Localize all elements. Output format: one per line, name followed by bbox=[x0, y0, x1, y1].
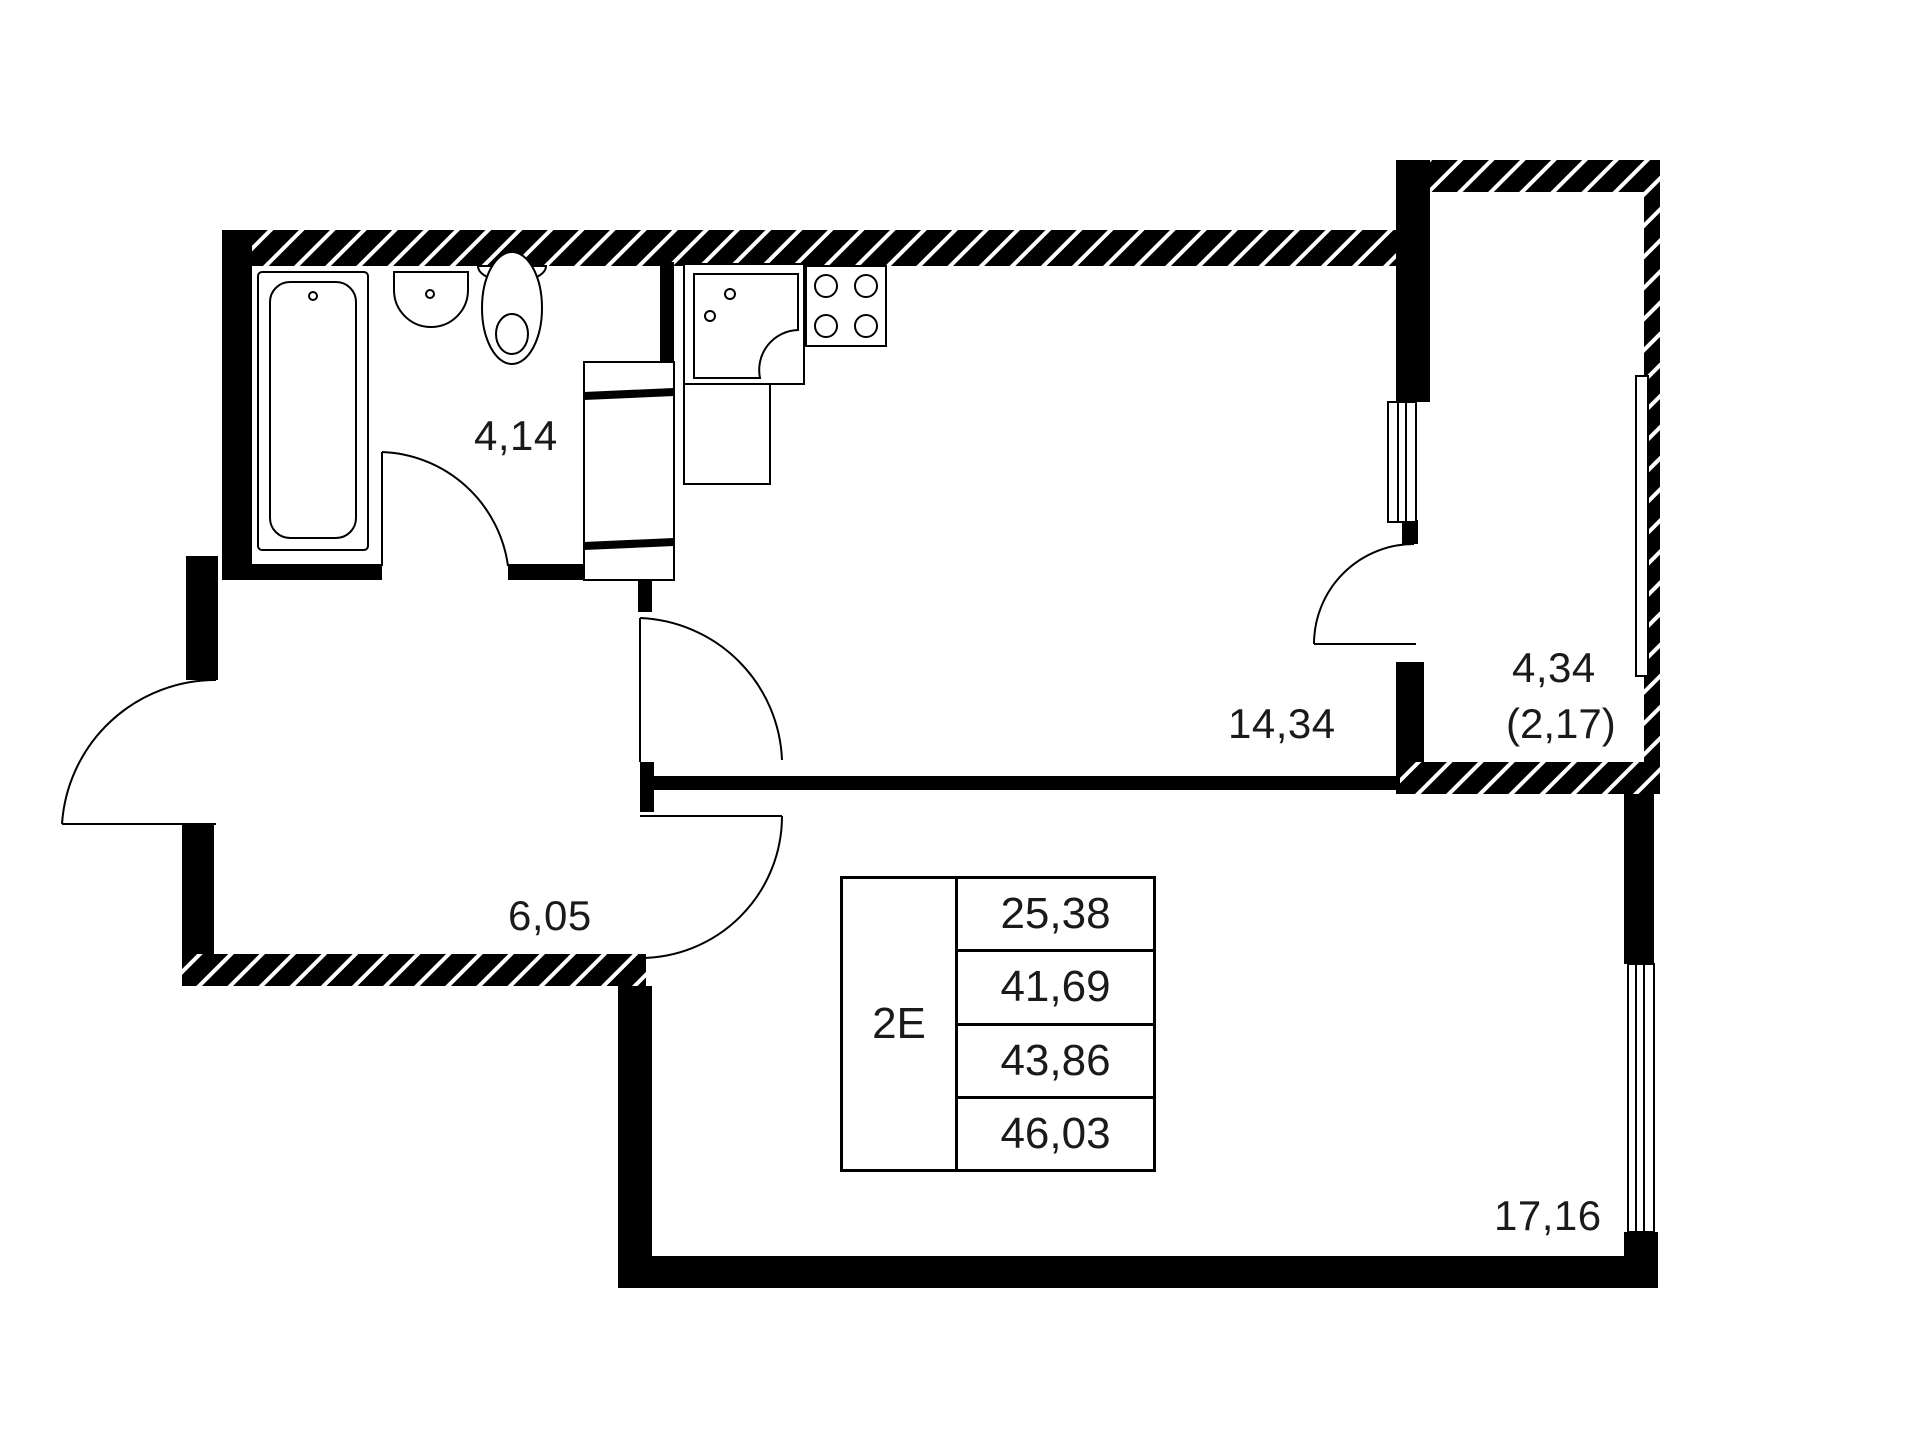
bathroom-door bbox=[381, 451, 509, 567]
wall-partition-stub bbox=[640, 762, 654, 812]
toilet bbox=[476, 251, 548, 365]
wall-top bbox=[222, 230, 1422, 266]
area-summary-table: 2E 25,38 41,69 43,86 46,03 bbox=[840, 876, 1156, 1172]
area-values: 25,38 41,69 43,86 46,03 bbox=[958, 879, 1153, 1169]
total-area-reduced-balcony-value: 43,86 bbox=[958, 1026, 1153, 1099]
wall-bedroom-left bbox=[618, 986, 652, 1288]
wall-stub-hall bbox=[638, 580, 652, 612]
wall-hall-left-lower bbox=[182, 824, 214, 954]
total-area-with-balcony-value: 46,03 bbox=[1000, 1108, 1111, 1158]
stove bbox=[805, 265, 887, 347]
wall-bedroom-right-lower bbox=[1624, 1232, 1658, 1288]
wall-balcony-left-mid bbox=[1402, 520, 1418, 544]
balcony-reduced-area: (2,17) bbox=[1506, 700, 1616, 747]
balcony-window bbox=[1635, 375, 1649, 677]
total-area-value: 41,69 bbox=[958, 952, 1153, 1026]
wall-bedroom-bottom bbox=[618, 1256, 1658, 1288]
wall-bedroom-right-upper bbox=[1624, 794, 1654, 964]
hallway-area: 6,05 bbox=[508, 892, 592, 939]
wall-left-bath bbox=[222, 230, 252, 580]
wall-kitchen-bedroom bbox=[640, 776, 1400, 790]
entrance-door bbox=[61, 678, 217, 825]
living-area-value: 25,38 bbox=[958, 879, 1153, 953]
wall-hall-bottom bbox=[182, 954, 646, 986]
wall-bath-bottom-left bbox=[222, 564, 382, 580]
balcony-area: 4,34 bbox=[1512, 644, 1596, 691]
balcony-door bbox=[1313, 543, 1416, 645]
bedroom-door bbox=[639, 815, 783, 959]
wall-balcony-left-upper bbox=[1396, 160, 1430, 402]
bedroom-area: 17,16 bbox=[1494, 1192, 1602, 1239]
wall-balcony-bottom bbox=[1396, 762, 1660, 794]
kitchen-living-area: 14,34 bbox=[1228, 700, 1336, 747]
kitchen-counter bbox=[683, 263, 805, 485]
kitchen-door bbox=[639, 617, 783, 762]
bathtub bbox=[257, 271, 369, 551]
wall-hall-left-upper bbox=[186, 556, 218, 680]
wall-bath-bottom-right bbox=[508, 564, 584, 580]
apartment-type: 2E bbox=[843, 879, 958, 1169]
wardrobe bbox=[583, 361, 675, 581]
wall-bath-kitchen bbox=[660, 262, 674, 362]
bathroom-area: 4,14 bbox=[474, 412, 558, 459]
bedroom-window bbox=[1627, 963, 1655, 1233]
sink bbox=[393, 271, 469, 328]
living-window bbox=[1387, 401, 1417, 523]
wall-balcony-top bbox=[1396, 160, 1660, 192]
